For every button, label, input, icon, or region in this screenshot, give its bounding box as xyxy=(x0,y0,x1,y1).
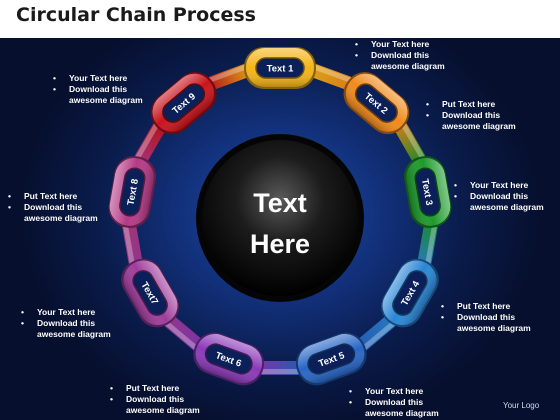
note-line: •Your Text here xyxy=(349,386,424,396)
note-line: •Download this xyxy=(441,312,516,322)
chain-link-3: Text 3 xyxy=(403,156,452,228)
note-line: •Download this xyxy=(110,394,185,404)
center-hub-disc xyxy=(202,140,358,296)
note-text-6: •Put Text here •Download this awesome di… xyxy=(110,383,200,416)
note-line: awesome diagram xyxy=(371,61,445,71)
chain-connector xyxy=(417,220,438,268)
connector-shine xyxy=(134,121,160,161)
connector-body xyxy=(256,361,304,375)
link-hole xyxy=(354,83,398,123)
link-hole xyxy=(132,270,168,316)
chain-connector xyxy=(394,121,426,165)
note-line: awesome diagram xyxy=(457,323,531,333)
note-text-1: •Your Text here •Download this awesome d… xyxy=(355,39,445,72)
connector-shine xyxy=(400,121,426,161)
note-line: •Download this xyxy=(349,397,424,407)
note-line: •Your Text here xyxy=(454,180,529,190)
connector-body xyxy=(205,64,252,90)
link-hole xyxy=(307,343,356,375)
connector-body xyxy=(308,64,355,90)
note-line: •Download this xyxy=(426,110,501,120)
note-line: awesome diagram xyxy=(470,202,544,212)
page-title: Circular Chain Process xyxy=(16,4,256,26)
connector-shine xyxy=(258,369,302,374)
chain-links: Text 1 Text 2 Text 3 Text 4 Text 5 Text 6 Text… xyxy=(108,47,452,386)
chain-link-label: Text 8 xyxy=(126,178,141,206)
note-text-4: •Put Text here •Download this awesome di… xyxy=(441,301,531,334)
title-bar: Circular Chain Process xyxy=(0,0,560,38)
center-hub: Text Here xyxy=(196,134,364,302)
connector-body xyxy=(163,314,204,351)
note-line: •Download this xyxy=(8,202,83,212)
note-text-2: •Put Text here •Download this awesome di… xyxy=(426,99,516,132)
chain-connector xyxy=(163,314,204,351)
chain-link-5: Text 5 xyxy=(295,332,367,386)
chain-connectors xyxy=(122,64,438,375)
link-hole xyxy=(392,270,428,316)
note-line: awesome diagram xyxy=(24,213,98,223)
logo-placeholder: Your Logo xyxy=(503,401,540,410)
center-text-line-1: Text xyxy=(253,188,307,218)
chain-connector xyxy=(205,64,252,90)
note-line: awesome diagram xyxy=(442,121,516,131)
chain-link-8: Text 8 xyxy=(108,156,157,228)
connector-shine xyxy=(311,64,354,83)
connector-shine xyxy=(425,222,437,267)
chain-link-1: Text 1 xyxy=(244,47,316,89)
note-text-7: •Your Text here •Download this awesome d… xyxy=(21,307,111,340)
chain-link-label: Text 3 xyxy=(419,178,434,206)
note-line: •Download this xyxy=(355,50,430,60)
chain-link-2: Text 2 xyxy=(343,72,410,135)
chain-connector xyxy=(308,64,355,90)
note-line: •Your Text here xyxy=(21,307,96,317)
note-line: awesome diagram xyxy=(37,329,111,339)
link-hole xyxy=(204,343,253,375)
chain-connector xyxy=(256,361,304,375)
chain-link-7: Text7 xyxy=(121,258,179,328)
note-text-5: •Your Text here •Download this awesome d… xyxy=(349,386,439,419)
link-hole xyxy=(255,57,305,79)
note-line: awesome diagram xyxy=(365,408,439,418)
note-line: •Put Text here xyxy=(8,191,78,201)
note-line: •Put Text here xyxy=(110,383,180,393)
chain-connector xyxy=(134,121,166,165)
connector-body xyxy=(134,121,166,165)
connector-shine xyxy=(206,64,249,83)
note-text-3: •Your Text here •Download this awesome d… xyxy=(454,180,544,213)
connector-shine xyxy=(123,222,135,267)
chain-link-9: Text 9 xyxy=(150,72,217,135)
connector-body xyxy=(122,220,143,268)
note-text-9: •Your Text here •Download this awesome d… xyxy=(53,73,143,106)
note-line: awesome diagram xyxy=(69,95,143,105)
note-line: •Download this xyxy=(21,318,96,328)
note-line: •Your Text here xyxy=(355,39,430,49)
chain-diagram: Text 1 Text 2 Text 3 Text 4 Text 5 Text 6 Text… xyxy=(108,47,452,386)
note-line: •Your Text here xyxy=(53,73,128,83)
chain-connector xyxy=(356,314,397,351)
chain-link-6: Text 6 xyxy=(193,332,265,386)
diagram-slide: Text 1 Text 2 Text 3 Text 4 Text 5 Text 6 Text… xyxy=(0,38,560,420)
connector-shine xyxy=(361,320,397,351)
chain-link-4: Text 4 xyxy=(381,258,439,328)
note-line: •Download this xyxy=(454,191,529,201)
connector-body xyxy=(394,121,426,165)
connector-body xyxy=(417,220,438,268)
link-hole xyxy=(414,167,441,217)
chain-link-label: Text 1 xyxy=(267,64,294,75)
note-line: •Put Text here xyxy=(441,301,511,311)
link-hole xyxy=(119,167,146,217)
connector-body xyxy=(356,314,397,351)
note-line: awesome diagram xyxy=(126,405,200,415)
chain-connector xyxy=(122,220,143,268)
center-text-line-2: Here xyxy=(250,229,310,259)
link-hole xyxy=(162,83,206,123)
connector-shine xyxy=(163,320,199,351)
note-line: •Download this xyxy=(53,84,128,94)
note-text-8: •Put Text here •Download this awesome di… xyxy=(8,191,98,224)
note-line: •Put Text here xyxy=(426,99,496,109)
